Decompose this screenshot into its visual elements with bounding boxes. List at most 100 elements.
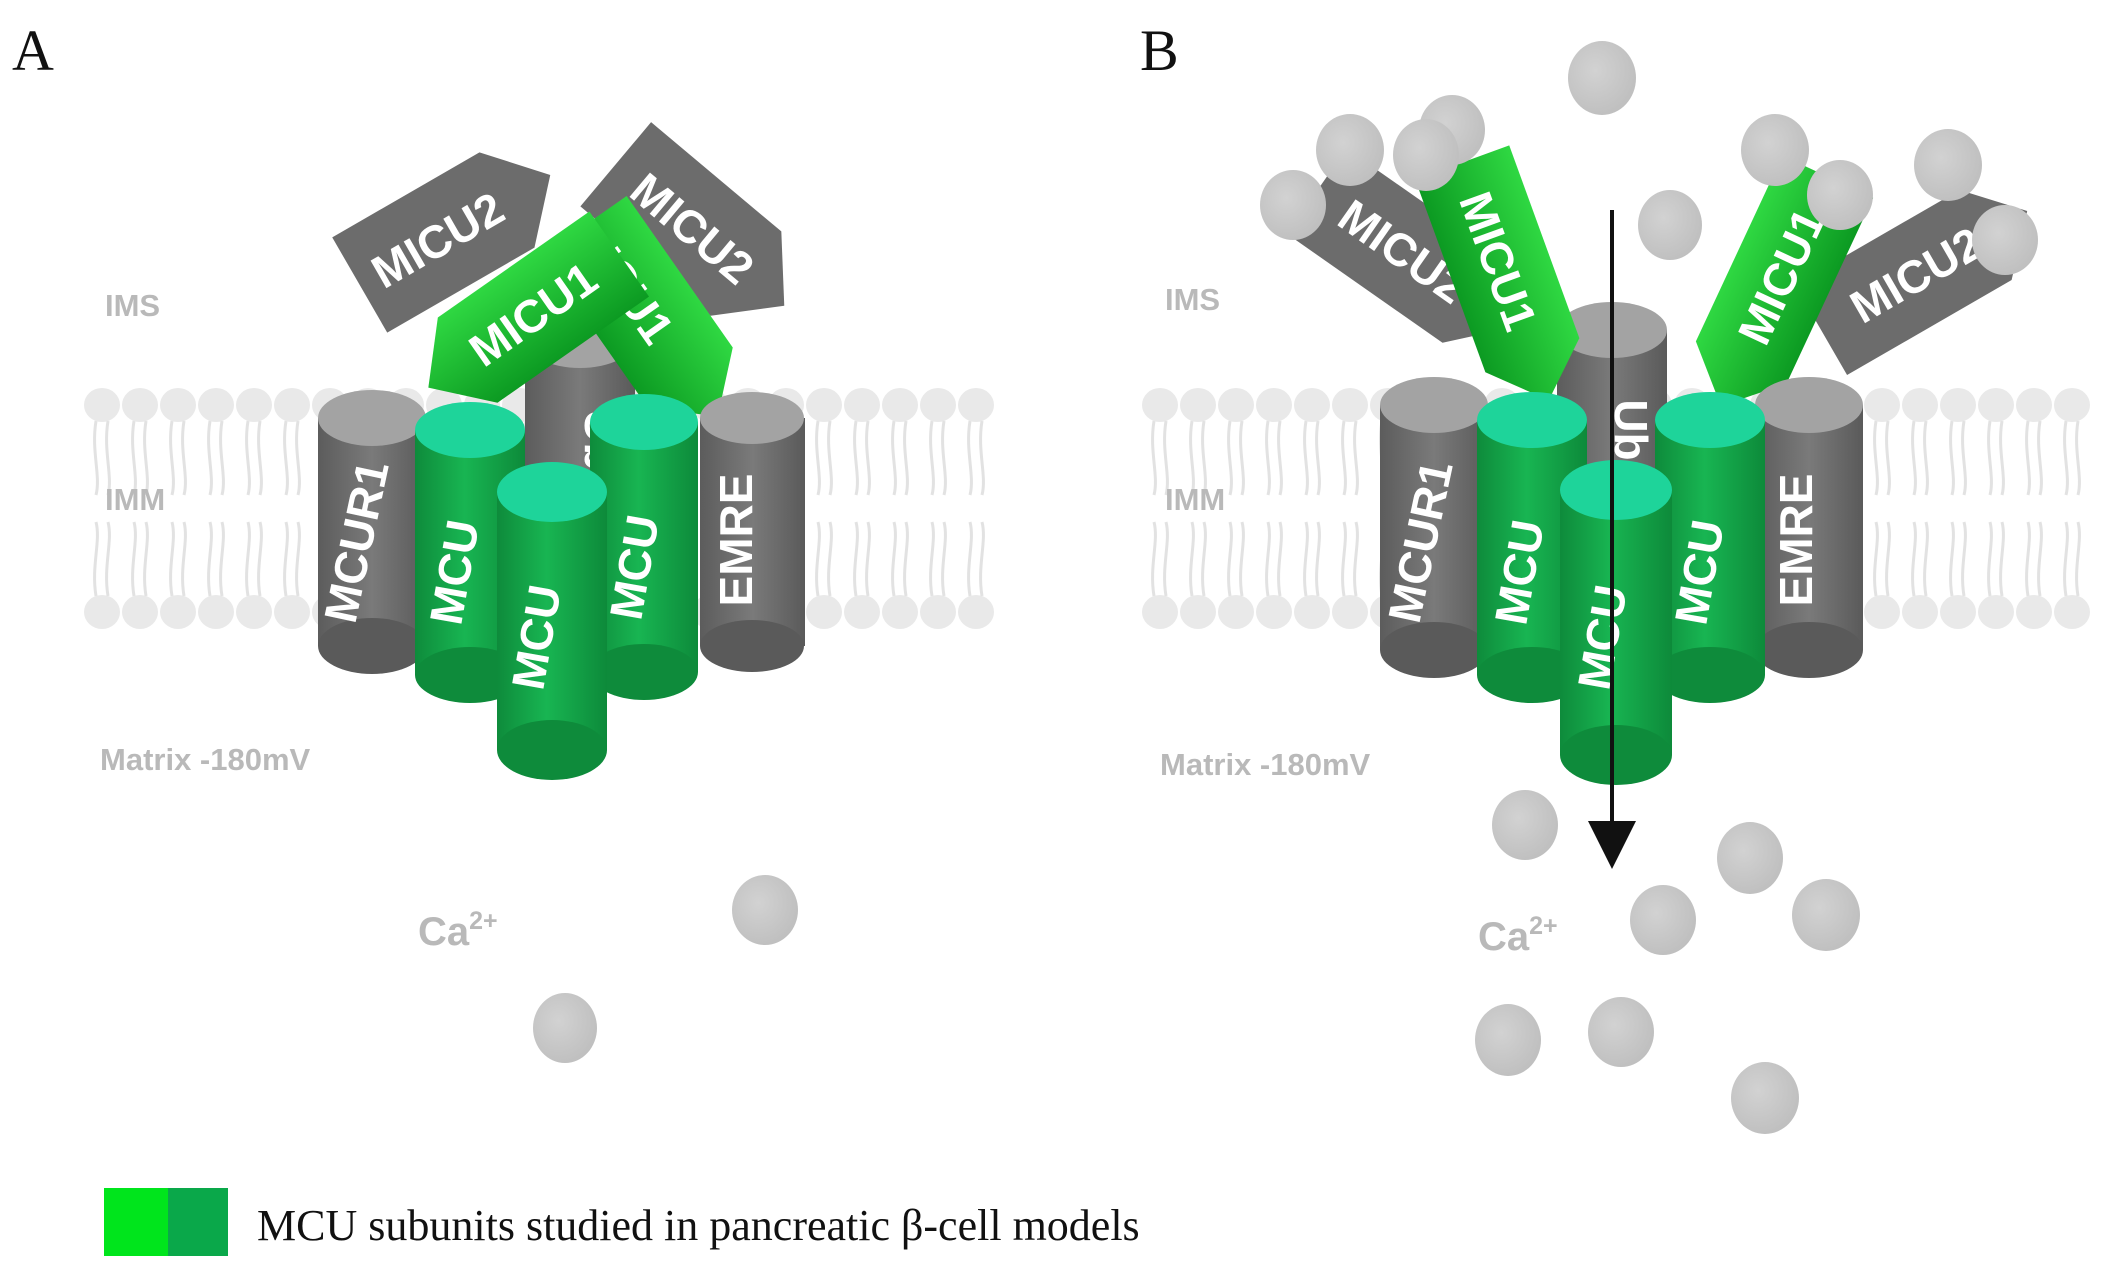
lipid-tail <box>245 420 251 496</box>
lipid-head <box>1180 388 1216 422</box>
panel-b-emre: EMRE <box>1755 377 1863 678</box>
calcium-ion <box>1914 129 1982 201</box>
lipid-tail <box>967 521 973 597</box>
lipid-tail <box>2063 521 2069 597</box>
lipid-head <box>84 388 120 422</box>
panel-a-imm-label: IMM <box>105 482 165 517</box>
lipid-tail <box>207 420 213 496</box>
lipid-tail <box>1151 420 1157 496</box>
panel-a-mcur1: MCUR1 <box>314 390 426 674</box>
lipid-tail <box>1961 420 1967 496</box>
lipid-head <box>1940 595 1976 629</box>
lipid-head <box>2016 595 2052 629</box>
lipid-head <box>806 595 842 629</box>
lipid-head <box>958 595 994 629</box>
calcium-ion <box>1630 885 1696 955</box>
lipid-head <box>1294 388 1330 422</box>
lipid-tail <box>1239 521 1245 597</box>
lipid-tail <box>1885 420 1891 496</box>
lipid-tail <box>1277 521 1283 597</box>
lipid-tail <box>219 521 225 597</box>
lipid-tail <box>169 521 175 597</box>
lipid-tail <box>815 521 821 597</box>
lipid-head <box>1294 595 1330 629</box>
lipid-head <box>160 595 196 629</box>
lipid-head <box>1940 388 1976 422</box>
lipid-tail <box>865 420 871 496</box>
lipid-head <box>1978 595 2014 629</box>
calcium-ion <box>1972 205 2038 275</box>
panel-a-ims-label: IMS <box>105 288 160 323</box>
lipid-tail <box>131 420 137 496</box>
lipid-tail <box>1999 521 2005 597</box>
lipid-tail <box>827 521 833 597</box>
lipid-tail <box>93 521 99 597</box>
calcium-ion <box>1638 190 1702 260</box>
lipid-tail <box>1303 521 1309 597</box>
lipid-tail <box>143 420 149 496</box>
lipid-head <box>2054 595 2090 629</box>
lipid-head <box>1902 388 1938 422</box>
lipid-head <box>2054 388 2090 422</box>
lipid-head <box>274 595 310 629</box>
calcium-ion <box>1568 41 1636 115</box>
lipid-tail <box>853 420 859 496</box>
lipid-tail <box>2037 420 2043 496</box>
lipid-tail <box>827 420 833 496</box>
lipid-tail <box>295 521 301 597</box>
lipid-tail <box>1885 521 1891 597</box>
panel-b-matrix-label: Matrix -180mV <box>1160 747 1371 782</box>
lipid-tail <box>181 420 187 496</box>
lipid-tail <box>1163 521 1169 597</box>
lipid-tail <box>1303 420 1309 496</box>
lipid-tail <box>1949 420 1955 496</box>
lipid-head <box>882 388 918 422</box>
lipid-tail <box>105 420 111 496</box>
lipid-tail <box>1341 521 1347 597</box>
calcium-ion <box>1731 1062 1799 1134</box>
panel-b-mcur1: MCUR1 <box>1378 377 1488 678</box>
lipid-head <box>1902 595 1938 629</box>
panel-a-mcu-right: MCU <box>590 394 698 700</box>
lipid-tail <box>257 420 263 496</box>
panel-b-calcium-ions <box>1260 41 2038 1134</box>
lipid-head <box>1218 388 1254 422</box>
lipid-tail <box>891 521 897 597</box>
lipid-tail <box>169 420 175 496</box>
panel-b-mcu-right: MCU <box>1655 392 1765 703</box>
lipid-head <box>920 388 956 422</box>
panel-a-ca-superscript: 2+ <box>469 907 498 935</box>
lipid-tail <box>1987 420 1993 496</box>
lipid-tail <box>283 521 289 597</box>
lipid-head <box>274 388 310 422</box>
lipid-tail <box>1201 420 1207 496</box>
lipid-head <box>122 595 158 629</box>
lipid-head <box>920 595 956 629</box>
calcium-ion <box>732 875 798 945</box>
lipid-tail <box>1353 521 1359 597</box>
calcium-ion <box>1792 879 1860 951</box>
lipid-tail <box>1315 420 1321 496</box>
lipid-head <box>958 388 994 422</box>
lipid-head <box>1256 388 1292 422</box>
lipid-tail <box>1189 521 1195 597</box>
lipid-head <box>1142 388 1178 422</box>
lipid-tail <box>1201 521 1207 597</box>
lipid-tail <box>1315 521 1321 597</box>
calcium-ion <box>1588 997 1654 1067</box>
lipid-tail <box>1227 521 1233 597</box>
lipid-tail <box>257 521 263 597</box>
panel-b-mcu-center: MCU <box>1560 460 1672 785</box>
lipid-tail <box>1151 521 1157 597</box>
lipid-tail <box>2025 420 2031 496</box>
lipid-head <box>198 388 234 422</box>
panel-a-emre: EMRE <box>700 392 805 672</box>
legend-swatch-dark-green <box>168 1188 228 1256</box>
lipid-tail <box>2025 521 2031 597</box>
lipid-head <box>1256 595 1292 629</box>
lipid-tail <box>295 420 301 496</box>
lipid-tail <box>2037 521 2043 597</box>
lipid-tail <box>207 521 213 597</box>
panel-a-calcium-ions <box>533 875 798 1063</box>
lipid-head <box>236 388 272 422</box>
